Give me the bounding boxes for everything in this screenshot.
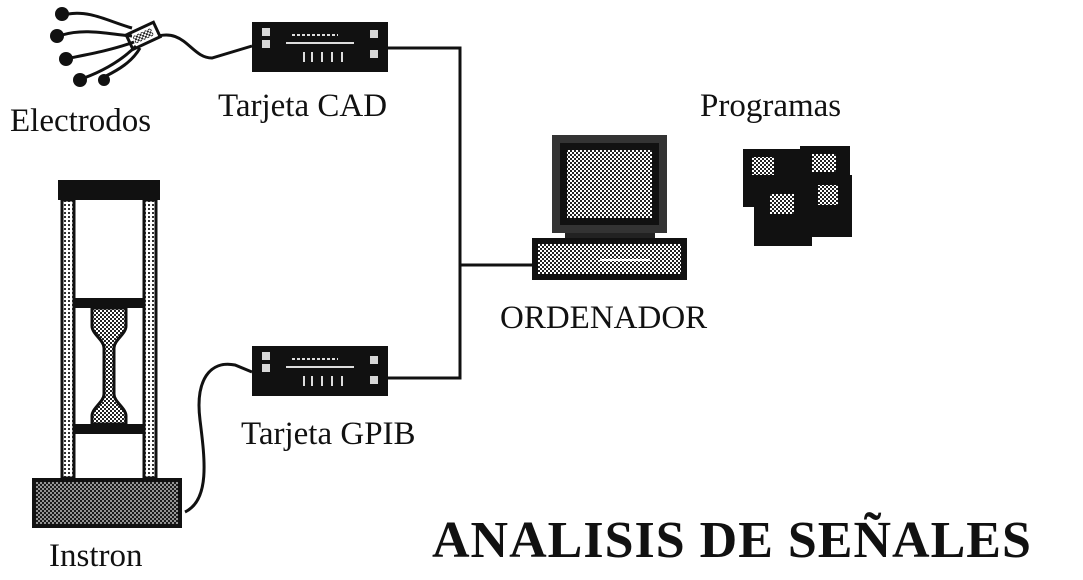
cad-card-icon xyxy=(252,22,388,72)
wire-instron-to-gpib xyxy=(184,362,253,514)
tarjeta-cad-label: Tarjeta CAD xyxy=(218,88,388,124)
instron-machine-icon xyxy=(32,180,182,528)
electrodes-icon xyxy=(50,7,163,87)
floppy-disk-3 xyxy=(754,184,812,246)
diagram-title: ANALISIS DE SEÑALES xyxy=(432,512,1032,569)
tarjeta-gpib-label: Tarjeta GPIB xyxy=(241,416,416,452)
electrodos-label: Electrodos xyxy=(10,103,152,139)
computer-icon xyxy=(532,135,687,280)
gpib-card-icon xyxy=(252,346,388,396)
wire-electrodes-to-cad xyxy=(151,33,253,60)
programs-icon xyxy=(743,146,852,246)
ordenador-label: ORDENADOR xyxy=(500,300,708,336)
instron-label: Instron xyxy=(49,538,143,574)
wire-cad-to-bus xyxy=(388,46,462,380)
floppy-disk-4 xyxy=(806,175,852,237)
programas-label: Programas xyxy=(700,88,842,124)
connection-wires xyxy=(151,33,532,514)
